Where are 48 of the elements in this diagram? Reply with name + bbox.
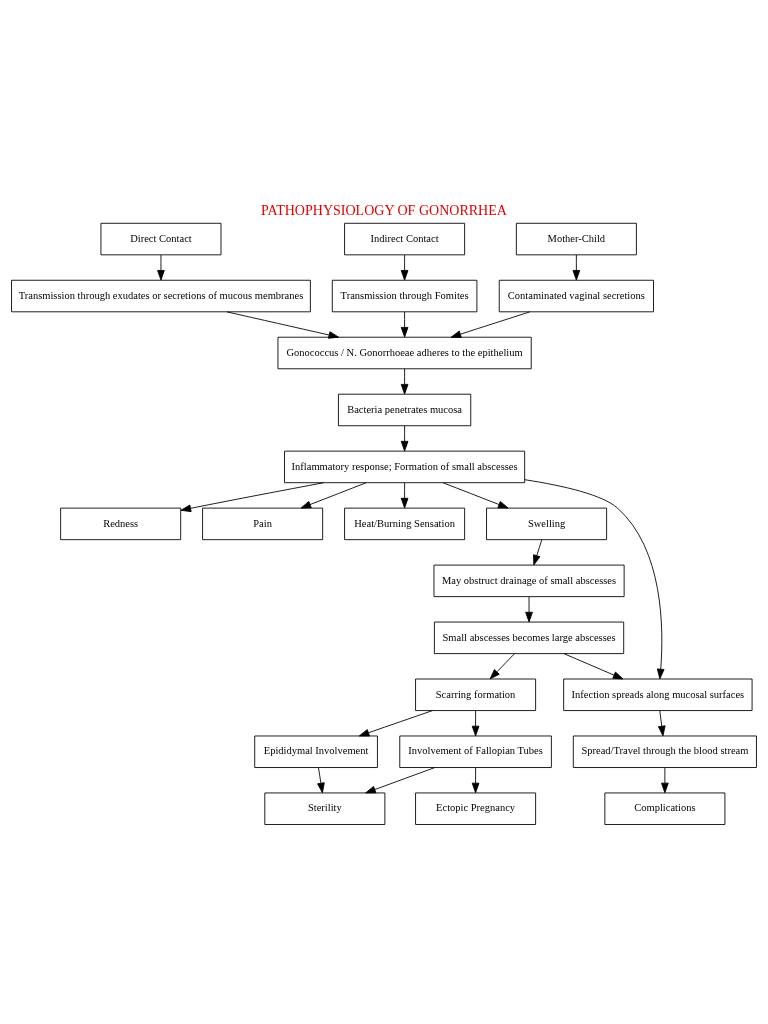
node-box: Pain bbox=[202, 507, 324, 540]
arrow bbox=[450, 310, 531, 338]
arrow bbox=[489, 652, 515, 679]
arrow bbox=[400, 311, 409, 337]
arrow bbox=[157, 254, 165, 281]
node-box: May obstruct drainage of small abscesses bbox=[433, 564, 625, 597]
node-box: Spread/Travel through the blood stream bbox=[572, 735, 757, 768]
arrow bbox=[661, 766, 669, 793]
node-box: Indirect Contact bbox=[344, 222, 466, 255]
arrow bbox=[400, 368, 409, 394]
arrow bbox=[300, 481, 367, 508]
node-box: Heat/Burning Sensation bbox=[344, 507, 466, 540]
arrow bbox=[563, 652, 624, 679]
arrow bbox=[180, 481, 325, 512]
arrow bbox=[365, 766, 436, 793]
node-box: Transmission through Fomites bbox=[331, 279, 478, 312]
node-box: Bacteria penetrates mucosa bbox=[338, 393, 472, 426]
node-box: Contaminated vaginal secretions bbox=[498, 279, 654, 312]
arrow bbox=[400, 254, 409, 281]
node-box: Mother-Child bbox=[515, 222, 637, 255]
node-box: Gonococcus / N. Gonorrhoeae adheres to the epithelium bbox=[277, 336, 532, 369]
node-box: Swelling bbox=[486, 507, 608, 540]
arrow bbox=[572, 254, 581, 281]
node-box: Inflammatory response; Formation of small abscesses bbox=[284, 450, 526, 483]
node-box: Involvement of Fallopian Tubes bbox=[399, 735, 552, 768]
node-box: Complications bbox=[604, 792, 726, 825]
arrow bbox=[533, 538, 543, 565]
diagram-title: PATHOPHYSIOLOGY OF GONORRHEA bbox=[261, 202, 507, 218]
arrow bbox=[317, 766, 325, 793]
arrow bbox=[525, 595, 533, 622]
node-box: Infection spreads along mucosal surfaces bbox=[563, 678, 753, 711]
arrow bbox=[358, 709, 433, 736]
arrow bbox=[657, 709, 666, 736]
arrow bbox=[442, 481, 509, 508]
node-box: Transmission through exudates or secretions of mucous membranes bbox=[11, 279, 311, 312]
node-box: Scarring formation bbox=[415, 678, 537, 711]
node-box: Small abscesses becomes large abscesses bbox=[433, 621, 625, 654]
arrow bbox=[524, 478, 665, 679]
node-box: Sterility bbox=[264, 792, 386, 825]
node-box: Redness bbox=[60, 507, 182, 540]
arrow bbox=[471, 709, 480, 736]
arrow bbox=[471, 766, 480, 793]
node-box: Ectopic Pregnancy bbox=[415, 792, 537, 825]
node-box: Epididymal Involvement bbox=[254, 735, 378, 768]
arrow bbox=[400, 481, 409, 508]
arrow bbox=[400, 425, 409, 451]
arrow bbox=[226, 310, 340, 339]
node-box: Direct Contact bbox=[100, 222, 222, 255]
